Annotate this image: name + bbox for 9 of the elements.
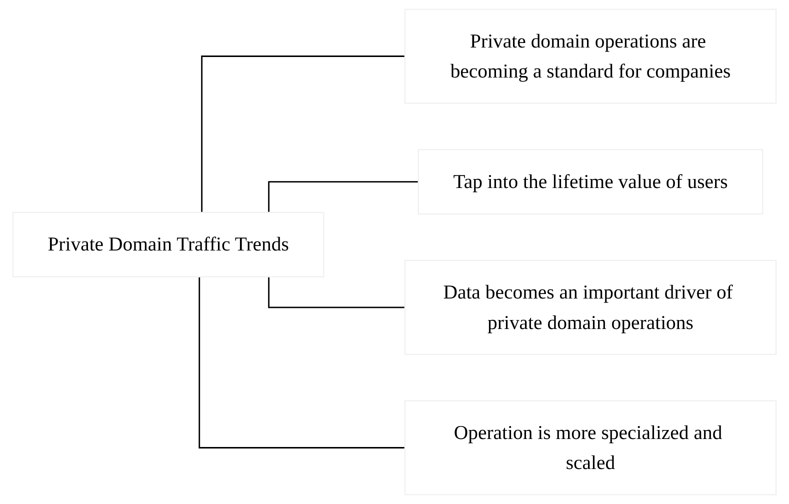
node-box [404, 260, 777, 355]
connector [198, 276, 405, 448]
node-box [404, 8, 777, 104]
connector [268, 181, 418, 212]
connector [201, 56, 405, 212]
connector [268, 276, 405, 308]
node-box [404, 400, 777, 496]
node-box [418, 149, 764, 215]
node-box [12, 212, 324, 278]
